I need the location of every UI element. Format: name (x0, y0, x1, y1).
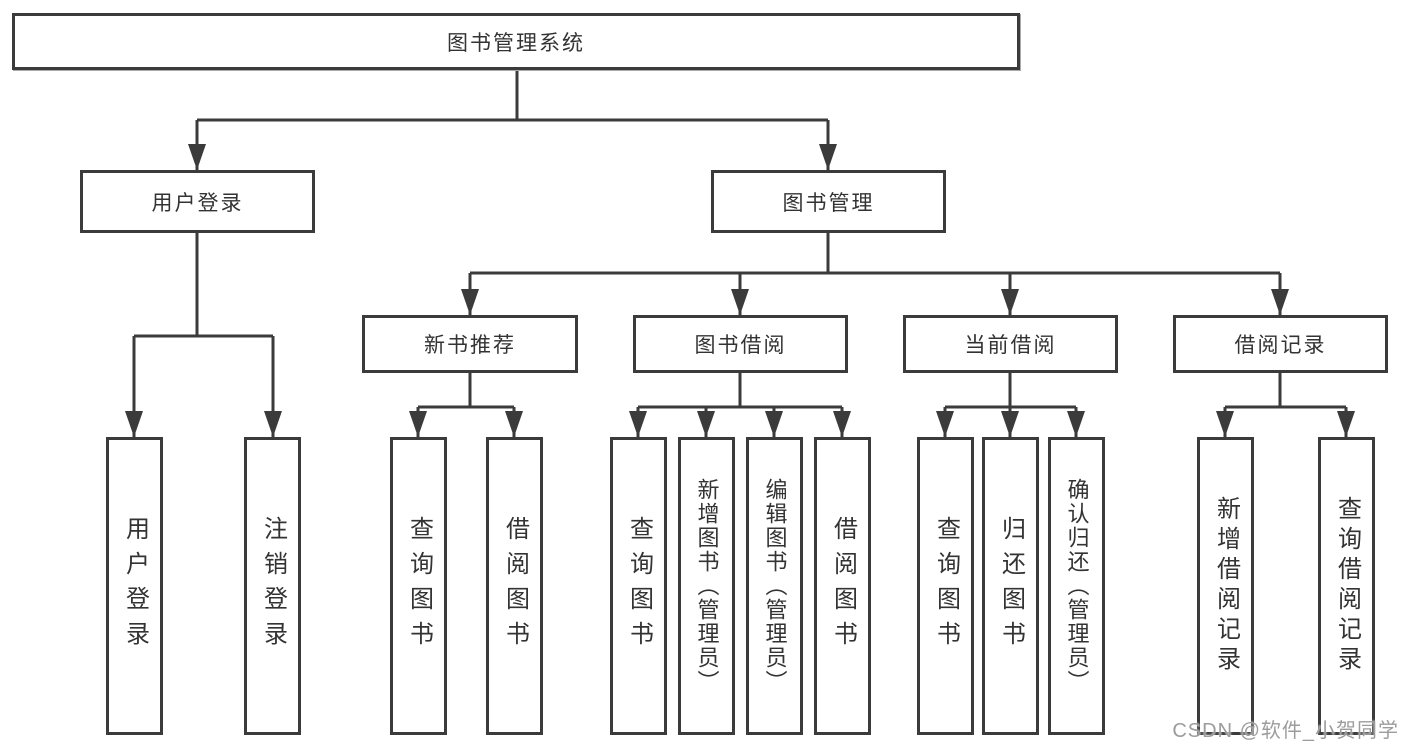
leaf-bb-borrow-books: 借阅图书 (814, 437, 871, 735)
leaf-label: 查询图书 (932, 516, 960, 656)
arrowhead-icon (697, 411, 715, 437)
arrowhead-icon (1001, 411, 1019, 437)
leaf-label: 编辑图书（管理员） (762, 478, 788, 694)
arrowhead-icon (1216, 411, 1234, 437)
arrowhead-icon (125, 411, 143, 437)
arrowhead-icon (629, 411, 647, 437)
node-book-management: 图书管理 (711, 170, 946, 233)
leaf-label: 新增图书（管理员） (694, 478, 720, 694)
leaf-nbr-query-books: 查询图书 (390, 437, 447, 735)
leaf-label: 查询图书 (625, 516, 653, 656)
leaf-label: 用户登录 (121, 516, 149, 656)
arrowhead-icon (936, 411, 954, 437)
node-user-login: 用户登录 (80, 170, 315, 233)
arrowhead-icon (188, 144, 206, 170)
node-current-borrow: 当前借阅 (903, 315, 1118, 373)
arrowhead-icon (731, 289, 749, 315)
leaf-label: 借阅图书 (501, 516, 529, 656)
leaf-bb-query-books: 查询图书 (610, 437, 667, 735)
leaf-bb-add-books-admin: 新增图书（管理员） (678, 437, 735, 735)
leaf-label: 新增借阅记录 (1212, 496, 1240, 676)
connector-path (132, 70, 1348, 437)
node-borrow-records: 借阅记录 (1173, 315, 1388, 373)
arrowhead-icon (833, 411, 851, 437)
node-new-book-recommend: 新书推荐 (362, 315, 578, 373)
leaf-label: 借阅图书 (829, 516, 857, 656)
arrowhead-icon (461, 289, 479, 315)
leaf-cb-query-books: 查询图书 (917, 437, 974, 735)
leaf-cb-return-books: 归还图书 (982, 437, 1039, 735)
arrowhead-icon (765, 411, 783, 437)
leaf-br-query-record: 查询借阅记录 (1318, 437, 1375, 735)
watermark: CSDN @软件_小贺同学 (1172, 720, 1399, 742)
leaf-label: 查询借阅记录 (1333, 496, 1361, 676)
node-book-borrow: 图书借阅 (633, 315, 848, 373)
leaf-label: 确认归还（管理员） (1064, 478, 1090, 694)
leaf-user-login: 用户登录 (106, 437, 163, 735)
leaf-br-add-record: 新增借阅记录 (1197, 437, 1254, 735)
leaf-nbr-borrow-books: 借阅图书 (486, 437, 543, 735)
arrowhead-icon (409, 411, 427, 437)
arrowhead-icon (1337, 411, 1355, 437)
node-root: 图书管理系统 (12, 13, 1020, 70)
arrowhead-icon (264, 411, 282, 437)
leaf-cb-confirm-return-admin: 确认归还（管理员） (1048, 437, 1105, 735)
leaf-label: 归还图书 (997, 516, 1025, 656)
arrowhead-icon (1271, 289, 1289, 315)
leaf-bb-edit-books-admin: 编辑图书（管理员） (746, 437, 803, 735)
arrowhead-icon (1001, 289, 1019, 315)
arrowhead-icon (819, 144, 837, 170)
arrowhead-icon (505, 411, 523, 437)
leaf-label: 查询图书 (405, 516, 433, 656)
leaf-logout-login: 注销登录 (244, 437, 301, 735)
leaf-label: 注销登录 (259, 516, 287, 656)
arrowhead-icon (1067, 411, 1085, 437)
